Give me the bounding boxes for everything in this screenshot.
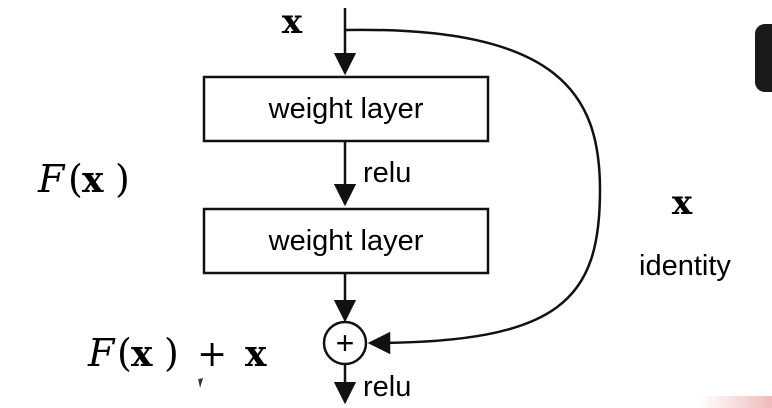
weight-layer-label-1: weight layer	[268, 93, 424, 125]
output-relu-label: relu	[363, 371, 411, 403]
corner-watermark-mark	[700, 396, 772, 408]
residual-script-f: F	[37, 157, 66, 201]
weight-layer-box-2	[202, 207, 490, 275]
residual-x: x	[82, 159, 104, 201]
sum-plus: +	[197, 334, 227, 375]
input-label: x	[282, 2, 303, 42]
shortcut-identity-label: identity	[639, 250, 731, 282]
side-panel-edge	[755, 24, 772, 92]
residual-function-label: F ( x )	[37, 157, 130, 201]
sum-script-f: F	[87, 331, 116, 375]
identity-shortcut-path	[344, 28, 602, 355]
adder-plus-symbol: +	[336, 325, 355, 361]
sum-x2: x	[245, 333, 267, 375]
weight-layer-label-2: weight layer	[268, 225, 424, 257]
sum-label: F ( x ) + x	[87, 331, 267, 375]
sum-open-paren: (	[117, 331, 132, 375]
residual-open-paren: (	[68, 157, 83, 201]
middle-relu-label: relu	[363, 157, 411, 189]
sum-x: x	[131, 333, 153, 375]
sum-close-paren: )	[164, 331, 179, 375]
residual-close-paren: )	[115, 157, 130, 201]
shortcut-x-label: x	[672, 183, 693, 223]
